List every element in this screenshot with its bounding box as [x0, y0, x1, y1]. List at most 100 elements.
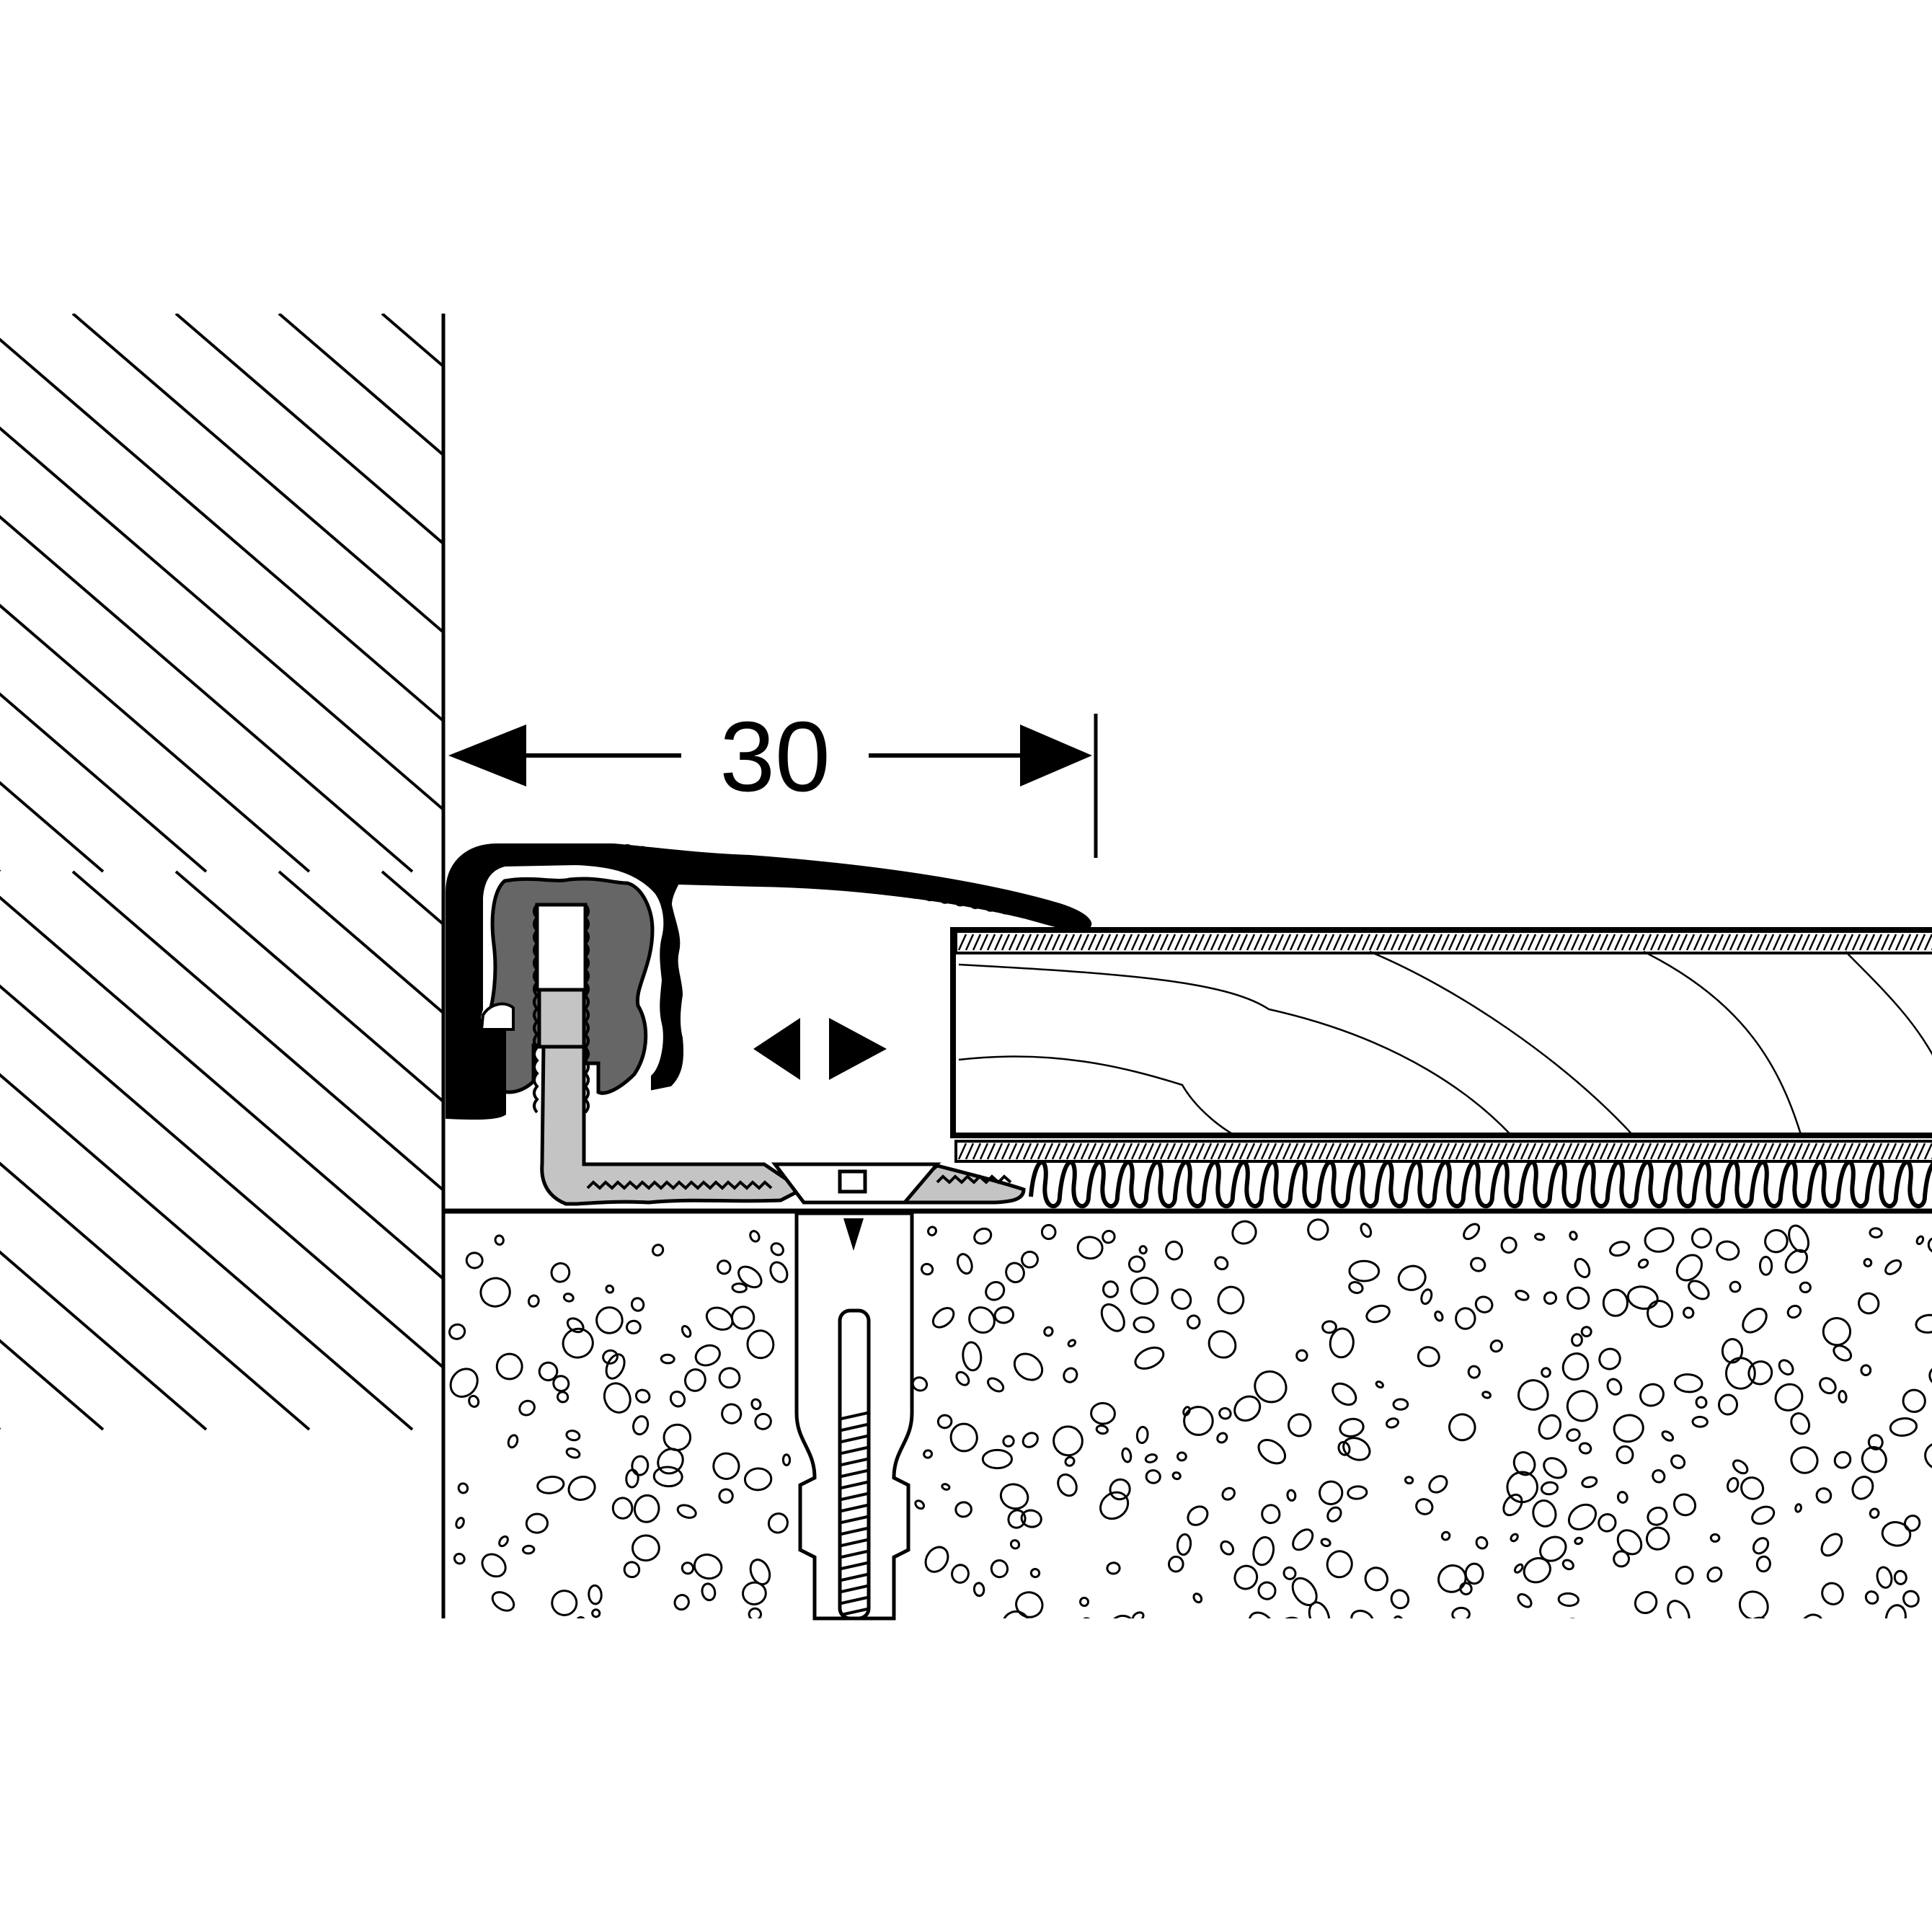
aggregate-stone — [1752, 1537, 1770, 1555]
veneer-texture-line — [1195, 1143, 1205, 1160]
aggregate-stone — [605, 1353, 626, 1380]
grip-tooth — [757, 862, 770, 876]
veneer-texture-line — [1505, 934, 1515, 951]
aggregate-stone — [1566, 1390, 1598, 1422]
veneer-texture-line — [1058, 934, 1068, 951]
veneer-texture-line — [1275, 934, 1285, 951]
aggregate-stone — [1608, 1241, 1631, 1257]
aggregate-stone — [1860, 1364, 1872, 1376]
veneer-texture-line — [1001, 1143, 1011, 1160]
veneer-texture-line — [1621, 1143, 1631, 1160]
veneer-texture-line — [1253, 934, 1263, 951]
veneer-texture-line — [1772, 934, 1782, 951]
aggregate-stone — [1574, 1536, 1584, 1546]
aggregate-stone — [1348, 1281, 1364, 1294]
thread-line — [841, 1492, 868, 1501]
aggregate-stone — [1500, 1236, 1517, 1254]
aggregate-stone — [522, 1544, 536, 1555]
aggregate-stone — [1109, 1478, 1131, 1501]
veneer-texture-line — [1527, 1143, 1537, 1160]
veneer-texture-line — [1743, 934, 1753, 951]
aggregate-stone — [1347, 1485, 1368, 1500]
veneer-texture-line — [1837, 934, 1847, 951]
hatch-line — [0, 337, 443, 723]
veneer-texture-line — [1253, 1143, 1263, 1160]
veneer-texture-line — [1419, 934, 1429, 951]
veneer-texture-line — [1065, 1143, 1076, 1160]
aggregate-stone — [1257, 1581, 1277, 1600]
veneer-texture-line — [1837, 1143, 1847, 1160]
veneer-texture-line — [1909, 934, 1919, 951]
hatch-line — [381, 314, 443, 368]
veneer-texture-line — [1476, 1143, 1486, 1160]
veneer-texture-line — [1318, 934, 1328, 951]
veneer-texture-line — [1318, 1143, 1328, 1160]
veneer-texture-line — [1873, 934, 1883, 951]
veneer-texture-line — [1138, 1143, 1148, 1160]
hatch-line — [0, 692, 208, 873]
aggregate-stone — [1534, 1233, 1546, 1241]
aggregate-stone — [985, 1280, 1006, 1301]
aggregate-stone — [495, 1352, 523, 1381]
veneer-texture-line — [1311, 934, 1321, 951]
aggregate-stone — [550, 1262, 571, 1283]
board-bottom-veneer-texture — [957, 1143, 1932, 1160]
veneer-texture-line — [1217, 934, 1227, 951]
veneer-texture-line — [1714, 1143, 1724, 1160]
veneer-texture-line — [1238, 1143, 1249, 1160]
thread-line — [841, 1481, 868, 1489]
veneer-texture-line — [1116, 934, 1126, 951]
hatch-line — [1722, 314, 1932, 872]
aggregate-stone — [1106, 1561, 1121, 1575]
veneer-texture-line — [1815, 934, 1825, 951]
veneer-texture-line — [1231, 934, 1241, 951]
aggregate-stone — [1606, 1378, 1623, 1396]
aggregate-stone — [1732, 1459, 1749, 1475]
veneer-texture-line — [1354, 1143, 1364, 1160]
aggregate-stone — [1022, 1432, 1039, 1448]
veneer-texture-line — [1087, 934, 1097, 951]
veneer-texture-line — [1822, 1143, 1833, 1160]
right-triangle-icon — [829, 1018, 887, 1080]
veneer-texture-line — [1347, 1143, 1357, 1160]
grip-tooth — [802, 869, 815, 882]
grip-tooth — [1045, 910, 1058, 923]
aggregate-stone — [1102, 1280, 1119, 1298]
veneer-texture-line — [1073, 1143, 1083, 1160]
aggregate-stone — [717, 1259, 732, 1275]
aggregate-stone — [565, 1430, 581, 1442]
veneer-texture-line — [1707, 1143, 1717, 1160]
veneer-texture-line — [1289, 934, 1299, 951]
aggregate-stone — [1186, 1314, 1201, 1330]
aggregate-stone — [525, 1512, 549, 1534]
aggregate-stone — [676, 1504, 697, 1519]
veneer-texture-line — [1469, 1143, 1479, 1160]
aggregate-stone — [1448, 1413, 1476, 1442]
aggregate-stone — [1924, 1441, 1932, 1471]
veneer-texture-line — [1210, 934, 1220, 951]
veneer-texture-line — [979, 1143, 989, 1160]
veneer-texture-line — [1361, 1143, 1371, 1160]
aggregate-stone — [1326, 1506, 1342, 1523]
aggregate-stone — [1420, 1288, 1433, 1306]
veneer-texture-line — [1015, 1143, 1025, 1160]
aggregate-stone — [684, 1368, 706, 1392]
aggregate-stone — [1603, 1622, 1618, 1636]
aggregate-stone — [1690, 1228, 1712, 1249]
aggregate-stone — [1884, 1259, 1902, 1275]
thread-line — [841, 1515, 868, 1524]
aggregate-stone — [1727, 1476, 1740, 1493]
aggregate-stone — [941, 1483, 951, 1491]
veneer-texture-line — [1606, 934, 1616, 951]
veneer-texture-line — [1902, 1143, 1912, 1160]
aggregate-stone — [962, 1341, 983, 1372]
aggregate-stone — [1661, 1430, 1675, 1442]
aggregate-stone — [951, 1564, 970, 1584]
aggregate-stone — [749, 1559, 771, 1586]
veneer-texture-line — [1426, 1143, 1436, 1160]
veneer-texture-line — [1426, 934, 1436, 951]
concrete-subfloor — [443, 1208, 1932, 1636]
veneer-texture-line — [1188, 934, 1198, 951]
aggregate-stone — [1541, 1367, 1551, 1378]
veneer-texture-line — [1923, 1143, 1932, 1160]
